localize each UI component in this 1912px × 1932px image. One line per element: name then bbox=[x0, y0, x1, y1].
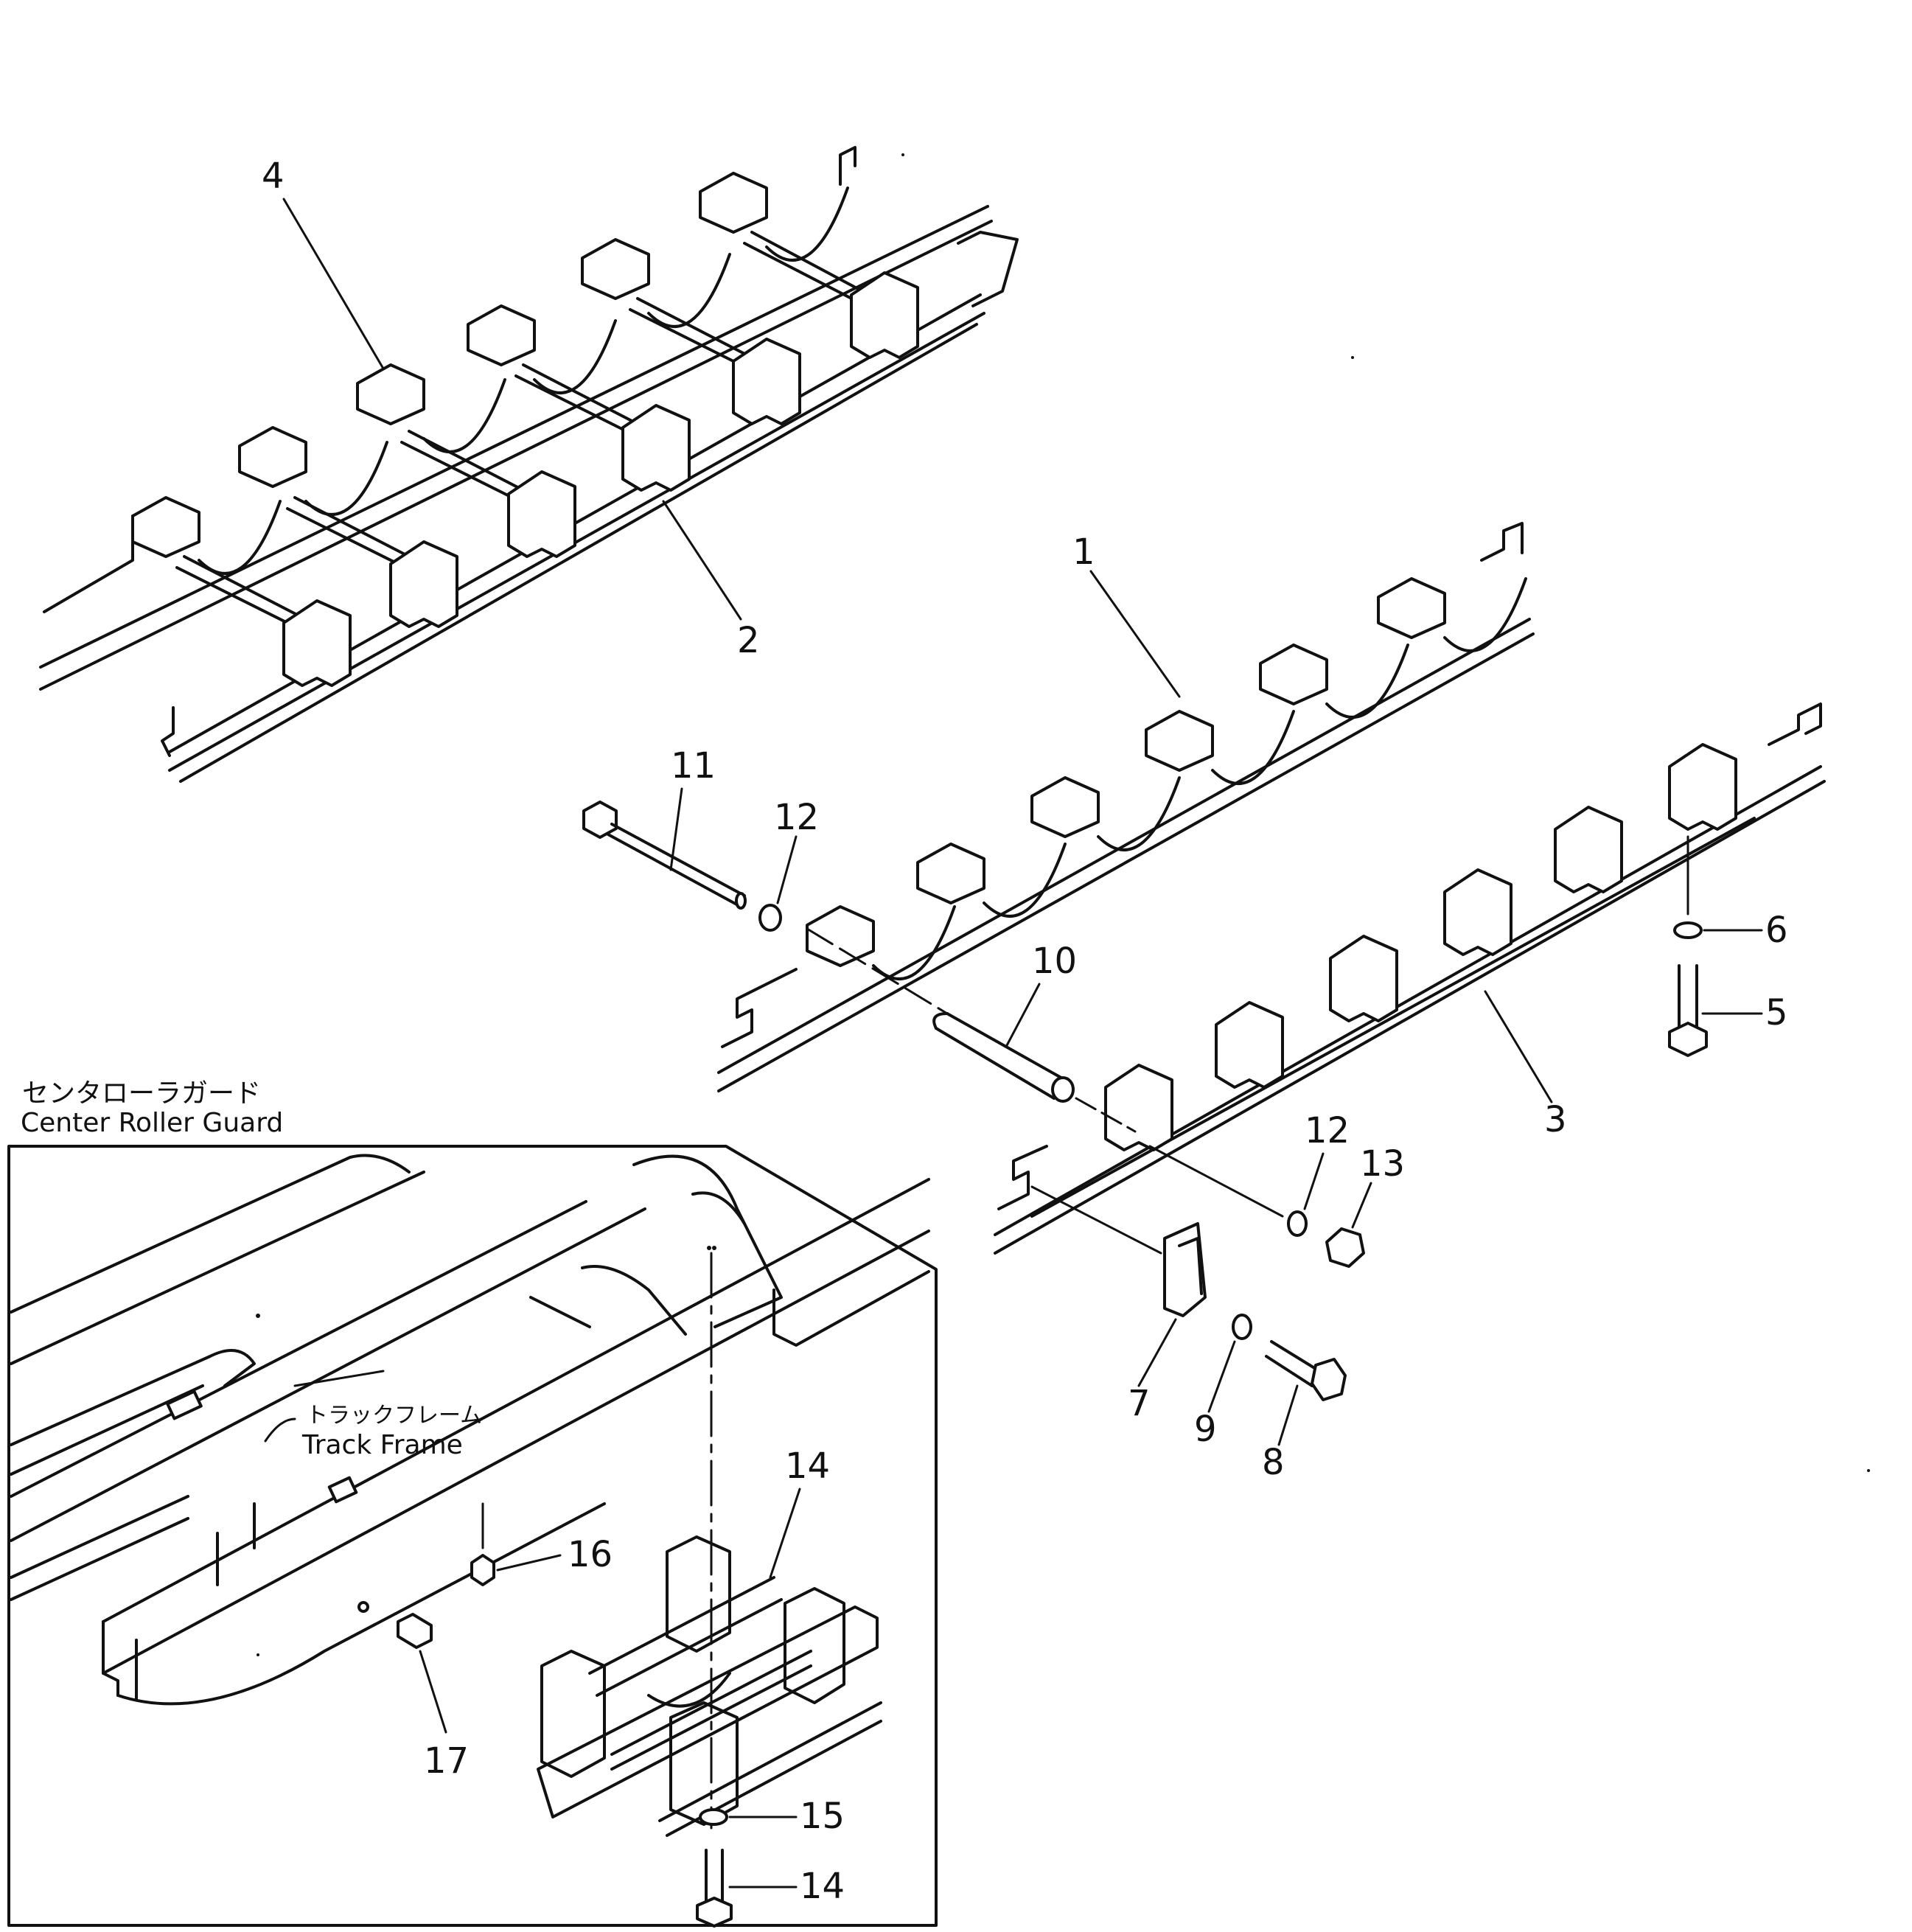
callout-10: 10 bbox=[1032, 941, 1077, 982]
callout-14: 14 bbox=[785, 1445, 830, 1487]
guard-1 bbox=[717, 522, 1535, 1092]
inset-frame bbox=[7, 1145, 938, 1927]
washer-12-upper bbox=[758, 904, 782, 932]
guard-assembly-upper bbox=[39, 146, 1019, 783]
washer-16 bbox=[699, 1808, 728, 1826]
callout-4: 4 bbox=[262, 156, 285, 197]
callout-18: 17 bbox=[424, 1740, 469, 1782]
callout-7: 7 bbox=[1128, 1383, 1151, 1424]
bolt-8 bbox=[1265, 1340, 1347, 1401]
callout-11: 11 bbox=[671, 745, 716, 787]
washer-12-lower bbox=[1287, 1210, 1308, 1237]
callout-15: 14 bbox=[800, 1866, 845, 1907]
track-frame-label-english: Track Frame bbox=[301, 1430, 463, 1460]
callout-6: 6 bbox=[1765, 910, 1788, 951]
plug-17 bbox=[470, 1554, 495, 1586]
bolt-15 bbox=[696, 1849, 733, 1928]
callout-17: 16 bbox=[568, 1534, 613, 1575]
guard-3 bbox=[994, 702, 1826, 1255]
callout-12-lower: 12 bbox=[1305, 1110, 1350, 1151]
callout-5: 5 bbox=[1765, 992, 1788, 1033]
callout-12-upper: 12 bbox=[774, 797, 819, 838]
callout-9: 9 bbox=[1194, 1409, 1217, 1450]
center-roller-guard-14 bbox=[537, 1535, 882, 1837]
inset-caption-english: Center Roller Guard bbox=[21, 1108, 283, 1138]
track-frame-label-japanese: トラックフレーム bbox=[306, 1403, 482, 1429]
nut-13 bbox=[1325, 1227, 1365, 1268]
inset-caption-japanese: センタローラガード bbox=[22, 1078, 261, 1109]
washer-9 bbox=[1232, 1314, 1252, 1340]
callout-2: 2 bbox=[737, 620, 760, 661]
plug-18 bbox=[397, 1613, 433, 1649]
bolt-5 bbox=[1668, 964, 1708, 1057]
clip-7 bbox=[1163, 1222, 1207, 1317]
callout-1: 1 bbox=[1072, 531, 1095, 573]
washer-6 bbox=[1673, 921, 1703, 939]
callout-16: 15 bbox=[800, 1796, 845, 1837]
bolt-11 bbox=[582, 801, 747, 910]
callout-8: 8 bbox=[1262, 1442, 1285, 1483]
callout-13: 13 bbox=[1360, 1143, 1405, 1185]
callout-3: 3 bbox=[1544, 1099, 1567, 1140]
track-frame bbox=[10, 1154, 930, 1706]
pin-10 bbox=[932, 1012, 1075, 1103]
